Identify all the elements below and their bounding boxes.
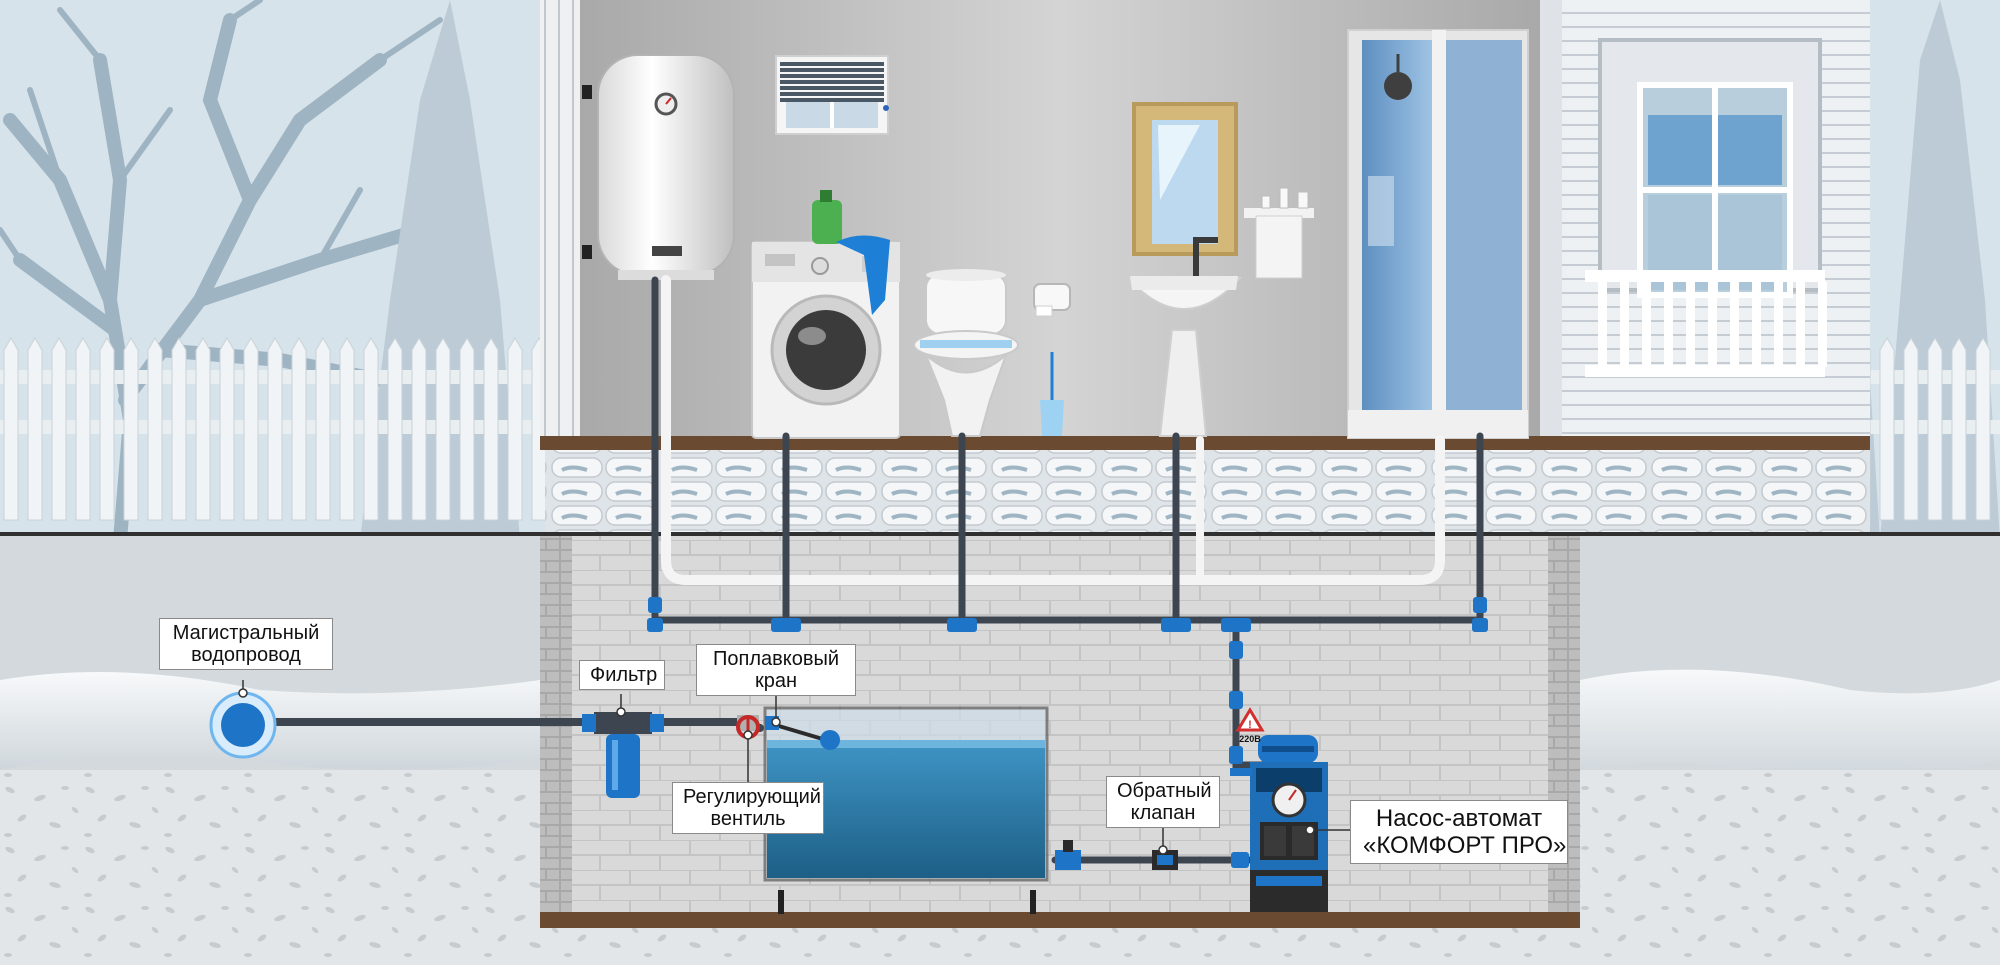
voltage-label: 220В xyxy=(1239,734,1261,744)
main-water-pipe-icon xyxy=(209,691,277,759)
svg-text:!: ! xyxy=(1248,719,1252,731)
small-window-blinds xyxy=(775,55,889,135)
filter-housing xyxy=(582,712,664,798)
label-check-valve-line2: клапан xyxy=(1130,802,1196,824)
tank-outlet-valve xyxy=(1055,840,1081,870)
shower-cabin xyxy=(1347,29,1529,439)
label-pump-line1: Насос-автомат xyxy=(1375,805,1543,832)
check-valve xyxy=(1152,850,1178,870)
label-pump-line2: «КОМФОРТ ПРО» xyxy=(1363,832,1567,859)
label-filter: Фильтр xyxy=(579,660,665,690)
house-floor xyxy=(540,436,1870,450)
label-main-water-supply: Магистральный водопровод xyxy=(159,618,333,670)
pump-comfort-pro xyxy=(1230,735,1328,912)
fence-pickets xyxy=(3,337,1991,521)
water-heater xyxy=(582,54,735,280)
label-regulating-valve: Регулирующий вентиль xyxy=(672,782,824,834)
label-regulating-valve-line2: вентиль xyxy=(710,808,786,830)
label-float-valve: Поплавковый кран xyxy=(696,644,856,696)
label-main-water-supply-line1: Магистральный xyxy=(172,622,320,644)
drain-pipes xyxy=(661,275,1445,585)
house xyxy=(540,0,1870,532)
label-check-valve: Обратный клапан xyxy=(1106,776,1220,828)
label-regulating-valve-line1: Регулирующий xyxy=(683,786,821,808)
label-pump: Насос-автомат «КОМФОРТ ПРО» xyxy=(1350,800,1568,864)
label-main-water-supply-line2: водопровод xyxy=(191,644,301,666)
toilet xyxy=(913,269,1071,437)
washing-machine xyxy=(751,190,901,439)
high-voltage-warning-icon: ! 220В xyxy=(1235,707,1265,744)
label-leader-lines xyxy=(238,680,1350,855)
sink-and-mirror xyxy=(1125,102,1314,437)
label-float-valve-line2: кран xyxy=(754,670,798,692)
label-float-valve-line1: Поплавковый xyxy=(712,648,839,670)
label-check-valve-line1: Обратный xyxy=(1117,780,1212,802)
foundation-stones xyxy=(545,450,1870,532)
label-filter-line1: Фильтр xyxy=(590,664,658,686)
porch-window xyxy=(1585,38,1827,377)
